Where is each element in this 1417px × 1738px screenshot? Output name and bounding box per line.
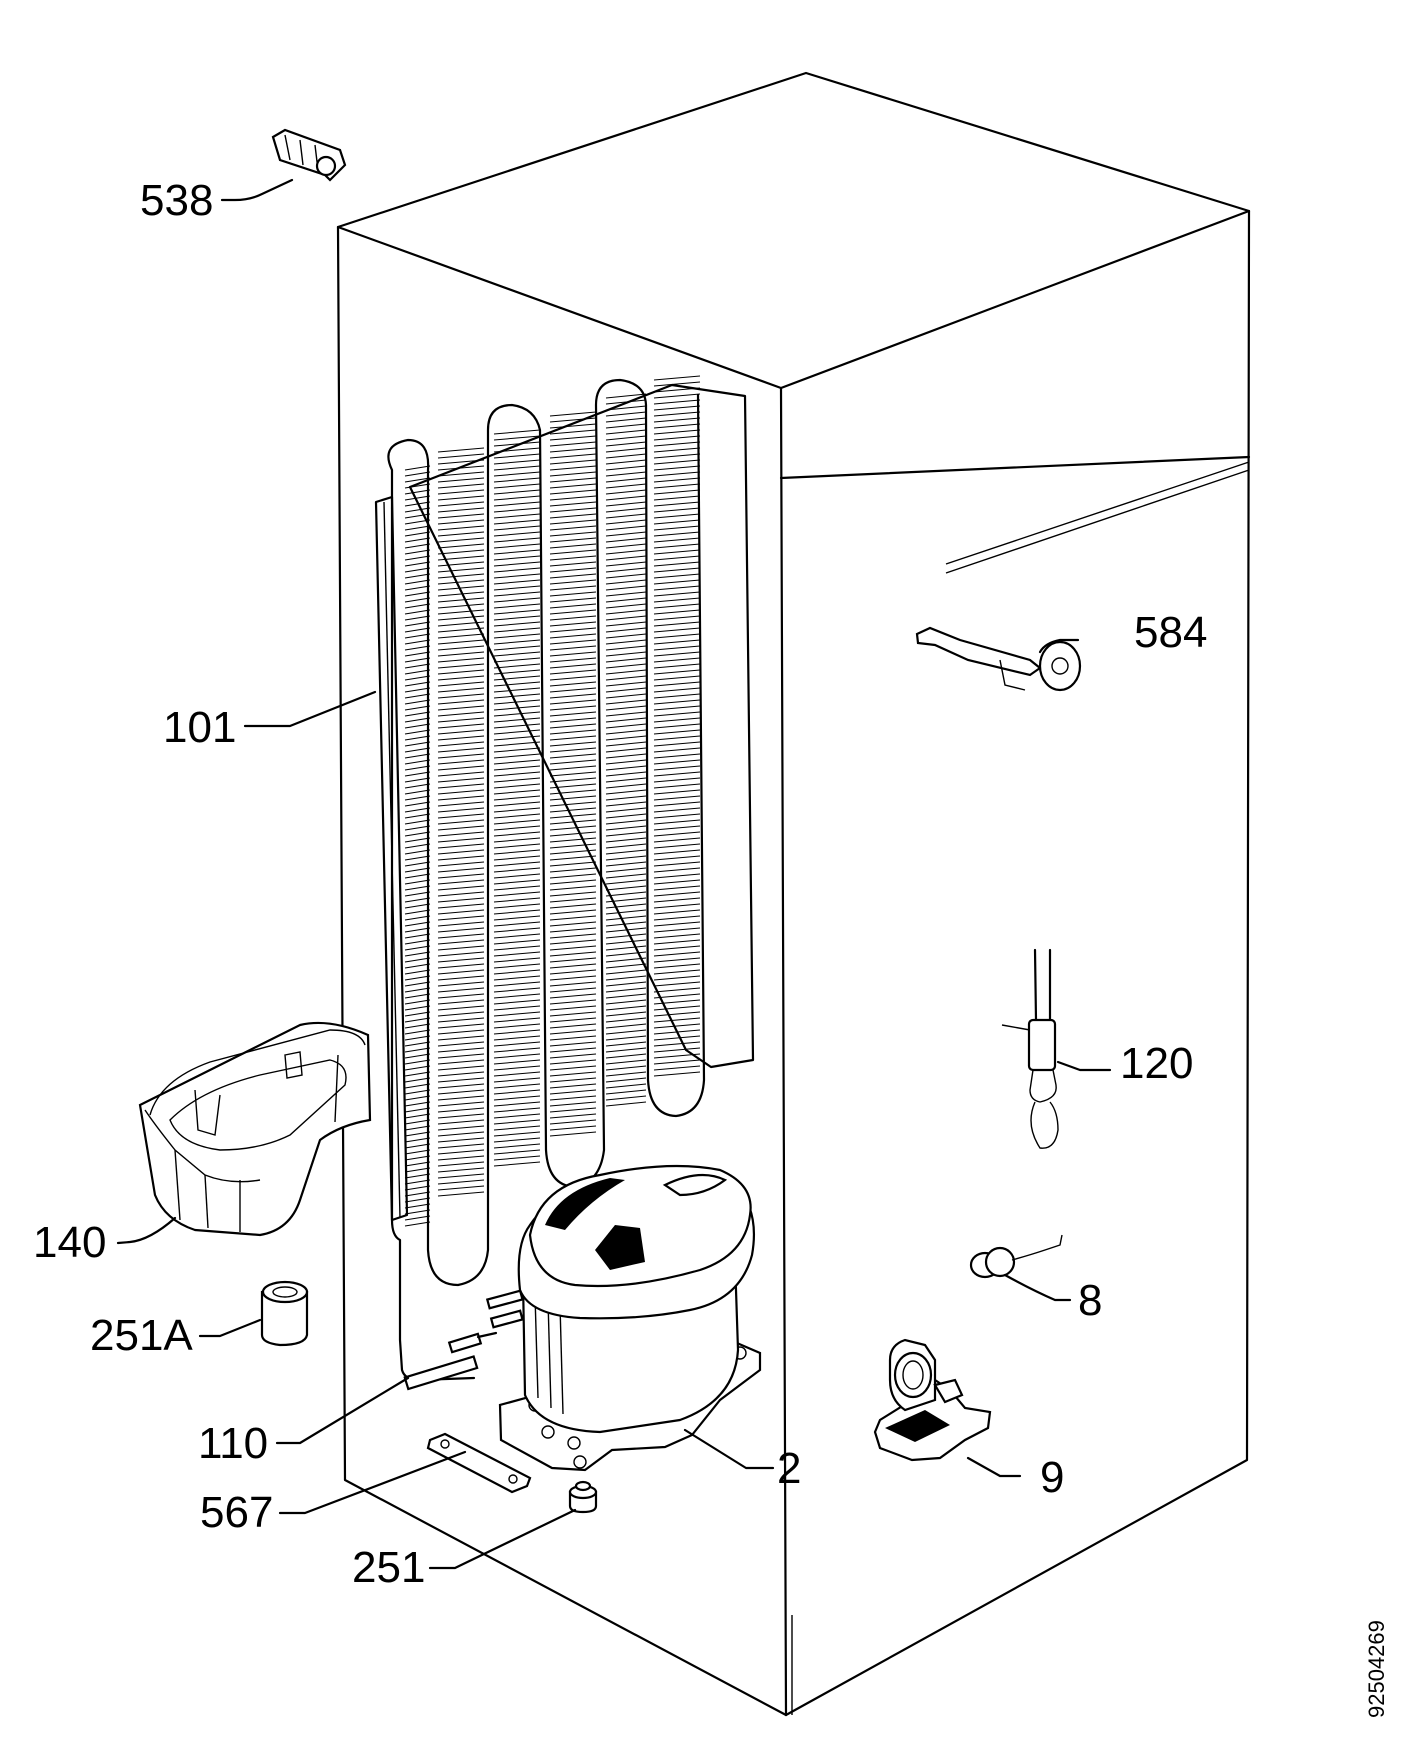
grommet-part-8 <box>969 1234 1063 1279</box>
bracket-part-9 <box>873 1338 992 1462</box>
condenser-coil <box>374 375 755 1382</box>
label-538: 538 <box>140 176 213 225</box>
cabinet <box>336 71 1251 1717</box>
cap-part-538 <box>271 128 347 182</box>
document-number: 92504269 <box>1364 1620 1389 1718</box>
filter-drier <box>403 1331 498 1391</box>
bushing-part-251a <box>260 1280 309 1347</box>
thermostat-sensor-584 <box>915 626 1082 692</box>
leader-lines <box>116 178 1112 1570</box>
label-120: 120 <box>1120 1039 1193 1088</box>
mounting-strip-567 <box>426 1432 532 1494</box>
label-251a: 251A <box>90 1311 193 1360</box>
label-9: 9 <box>1040 1453 1064 1502</box>
label-8: 8 <box>1078 1276 1102 1325</box>
drip-tray <box>138 1021 372 1237</box>
foot-part-251 <box>568 1480 598 1514</box>
thermal-protector-120 <box>1001 948 1059 1149</box>
label-101: 101 <box>163 703 236 752</box>
label-251: 251 <box>352 1543 425 1592</box>
label-110: 110 <box>198 1419 268 1468</box>
part-labels: 538 584 101 120 140 8 251A 110 2 567 9 2… <box>33 176 1207 1592</box>
compressor <box>485 1164 762 1472</box>
label-567: 567 <box>200 1488 273 1537</box>
label-2: 2 <box>777 1444 801 1493</box>
label-584: 584 <box>1134 608 1207 657</box>
label-140: 140 <box>33 1218 106 1267</box>
